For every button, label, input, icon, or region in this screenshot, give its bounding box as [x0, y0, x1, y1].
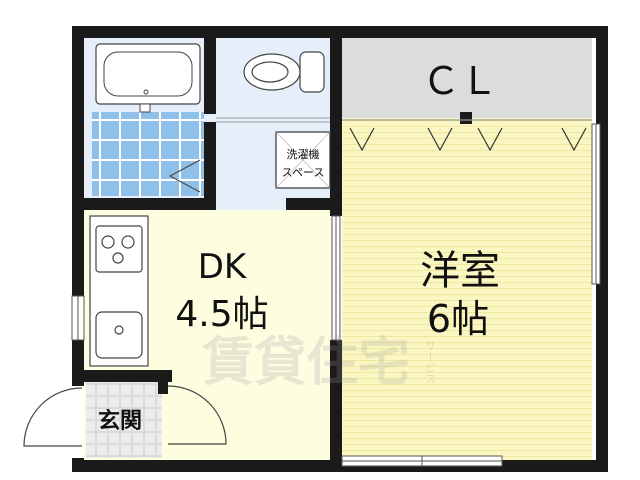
windows	[71, 123, 601, 467]
entrance-label: 玄関	[98, 408, 142, 434]
dk-room-name: DK	[198, 247, 248, 287]
entrance-door	[23, 385, 227, 447]
western-room-size: 6帖	[427, 297, 489, 341]
entrance-floor	[86, 382, 162, 458]
toilet	[243, 51, 325, 93]
western-room-floor	[342, 118, 592, 460]
closet-door-markers	[342, 119, 592, 152]
washer-space-box	[275, 131, 331, 189]
closet-floor	[342, 38, 592, 118]
watermark-subtext: サービス	[424, 340, 437, 384]
watermark-text: 賃貸住宅	[201, 333, 410, 393]
closet-label: ＣＬ	[422, 59, 498, 103]
bathroom-door	[168, 159, 201, 193]
dk-room-size: 4.5帖	[175, 294, 268, 335]
washer-space-label-line1: 洗濯機	[287, 147, 320, 161]
bathroom-tiles	[92, 112, 204, 196]
sliding-door	[331, 215, 341, 341]
western-room-name: 洋室	[420, 248, 500, 294]
bathtub	[95, 43, 201, 113]
corridor-rail	[216, 117, 330, 123]
kitchen-counter	[89, 215, 149, 367]
washer-space-label-line2: スペース	[282, 166, 325, 179]
